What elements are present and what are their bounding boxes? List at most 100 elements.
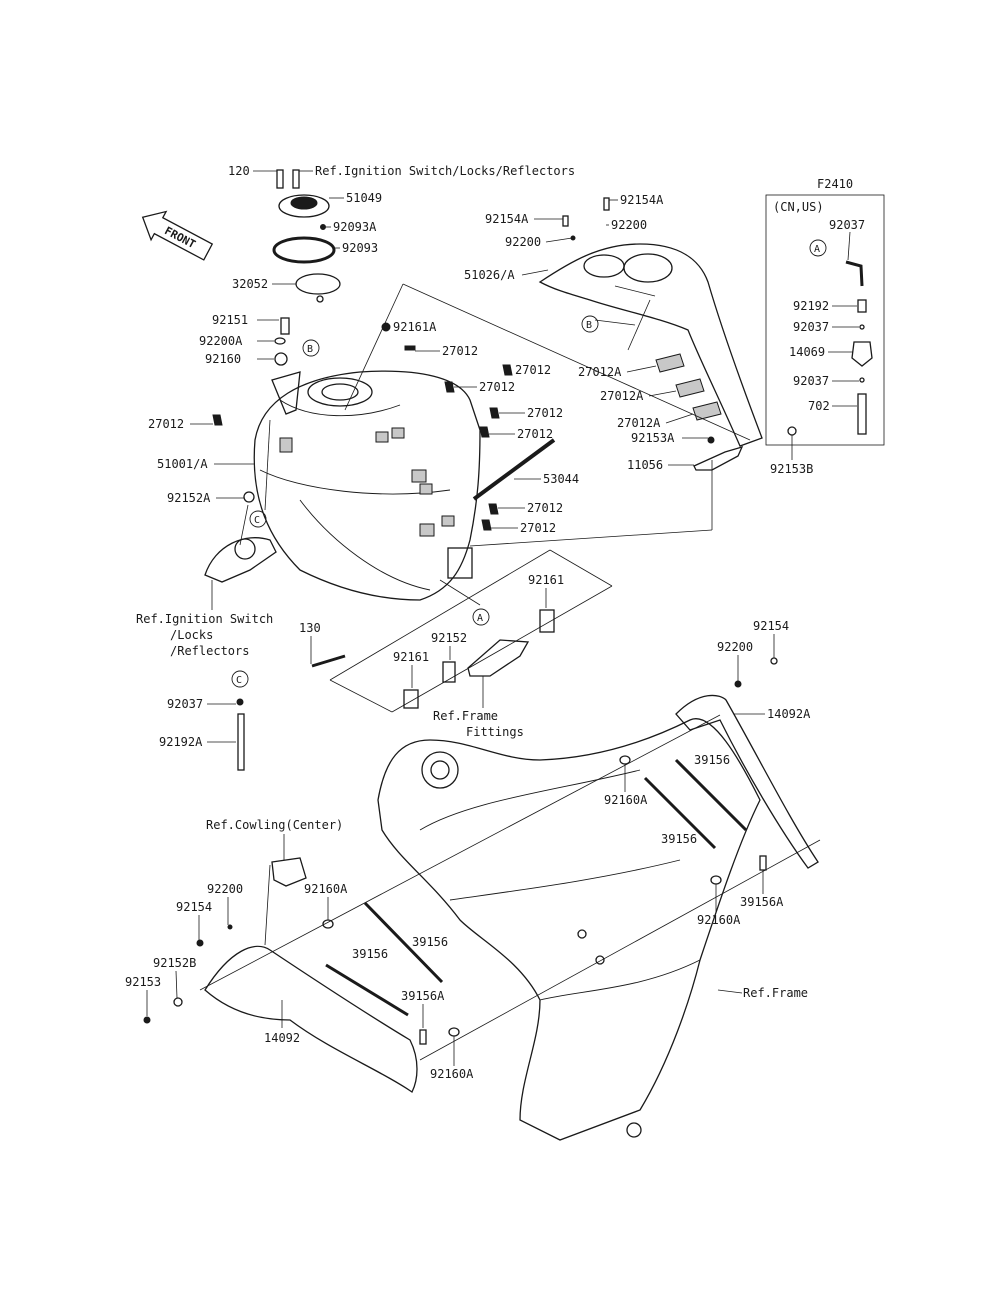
part-label: 92154 <box>753 619 789 633</box>
part-label: 92093 <box>342 241 378 255</box>
part-label: 92152A <box>167 491 211 505</box>
circle-ref-c-lower: C <box>231 670 249 688</box>
part-label: 702 <box>808 399 830 413</box>
part-label: 92153 <box>125 975 161 989</box>
part-label: 92161A <box>393 320 437 334</box>
part-label: 39156 <box>694 753 730 767</box>
part-label: 14069 <box>789 345 825 359</box>
part-label: 92160A <box>697 913 741 927</box>
part-label: 92152B <box>153 956 196 970</box>
part-label: 39156 <box>352 947 388 961</box>
part-label: 92192 <box>793 299 829 313</box>
part-label: 27012 <box>520 521 556 535</box>
part-label: 92161 <box>528 573 564 587</box>
part-label: 92037 <box>793 320 829 334</box>
label: B <box>307 344 313 355</box>
part-label: 92154A <box>485 212 529 226</box>
bracket-11056 <box>693 426 797 471</box>
part-label: 39156 <box>661 832 697 846</box>
part-label: 27012A <box>600 389 644 403</box>
ref-label: Ref.Ignition Switch <box>136 612 273 626</box>
label: C <box>236 675 242 686</box>
rods-39156 <box>325 758 767 1045</box>
part-label: 92037 <box>167 697 203 711</box>
part-label: 53044 <box>543 472 579 486</box>
part-label: 39156 <box>412 935 448 949</box>
circle-ref-c-tank: C <box>249 510 267 528</box>
part-label: 27012 <box>527 406 563 420</box>
label: C <box>254 515 260 526</box>
part-label: 39156A <box>401 989 445 1003</box>
fuel-cap-assembly <box>272 169 341 303</box>
part-label: 92161 <box>393 650 429 664</box>
motorcycle-frame <box>377 718 761 1141</box>
part-label: 130 <box>299 621 321 635</box>
part-label: 27012 <box>515 363 551 377</box>
ref-label: Ref.Ignition Switch/Locks/Reflectors <box>315 164 575 178</box>
part-label: 27012 <box>148 417 184 431</box>
part-labels: 120 Ref.Ignition Switch/Locks/Reflectors… <box>125 164 865 1081</box>
part-label: 92093A <box>333 220 377 234</box>
part-label: 92151 <box>212 313 248 327</box>
part-label: 92160 <box>205 352 241 366</box>
label: B <box>586 320 592 331</box>
part-label: 27012 <box>442 344 478 358</box>
leader-lines <box>199 283 821 1061</box>
variant-box: (CN,US) <box>765 194 885 446</box>
part-label: 92200 <box>611 218 647 232</box>
variant-box-title: (CN,US) <box>773 200 824 214</box>
part-label: 39156A <box>740 895 784 909</box>
label: A <box>477 613 483 624</box>
part-label: 27012A <box>578 365 622 379</box>
part-label: 92152 <box>431 631 467 645</box>
part-label: 92160A <box>430 1067 474 1081</box>
part-label: 27012A <box>617 416 661 430</box>
part-label: 92037 <box>793 374 829 388</box>
part-label: 51001/A <box>157 457 208 471</box>
part-label: 32052 <box>232 277 268 291</box>
part-label: 27012 <box>479 380 515 394</box>
part-label: 92160A <box>604 793 648 807</box>
part-label: 14092 <box>264 1031 300 1045</box>
ref-label: Fittings <box>466 725 524 739</box>
part-label: 27012 <box>527 501 563 515</box>
circle-ref-b-tank: B <box>302 339 320 357</box>
circle-ref-b-cover: B <box>581 315 599 333</box>
decal-markers <box>212 345 513 531</box>
part-label: 51026/A <box>464 268 515 282</box>
part-label: 27012 <box>517 427 553 441</box>
part-label: 14092A <box>767 707 811 721</box>
part-label: 92200 <box>717 640 753 654</box>
part-label: 92200 <box>505 235 541 249</box>
ref-label: /Locks <box>170 628 213 642</box>
ignition-lock-assembly <box>204 537 277 583</box>
rubber-dampers <box>322 755 722 1037</box>
part-label: 92154 <box>176 900 212 914</box>
part-label: 92200 <box>207 882 243 896</box>
part-label: 51049 <box>346 191 382 205</box>
part-label: 92192A <box>159 735 203 749</box>
circle-ref-a-tank: A <box>472 608 490 626</box>
figure-code: F2410 <box>817 177 853 191</box>
label: A <box>814 244 820 255</box>
side-cover-left <box>143 857 418 1093</box>
ref-label: Ref.Frame <box>743 986 808 1000</box>
mid-parts <box>236 609 555 771</box>
part-label: 92153B <box>770 462 813 476</box>
part-label: 11056 <box>627 458 663 472</box>
fuel-tank <box>253 370 481 601</box>
part-label: 92160A <box>304 882 348 896</box>
part-label: 92037 <box>829 218 865 232</box>
tank-cover <box>538 197 763 447</box>
tank-left-hardware <box>243 317 391 503</box>
ref-label: /Reflectors <box>170 644 249 658</box>
ref-label: Ref.Frame <box>433 709 498 723</box>
part-label: 92153A <box>631 431 675 445</box>
ref-label: Ref.Cowling(Center) <box>206 818 343 832</box>
part-label: 92200A <box>199 334 243 348</box>
circle-ref-a-top: A <box>809 239 827 257</box>
decal-pads <box>655 353 722 421</box>
part-label: 92154A <box>620 193 664 207</box>
front-direction-arrow: FRONT <box>141 210 214 261</box>
